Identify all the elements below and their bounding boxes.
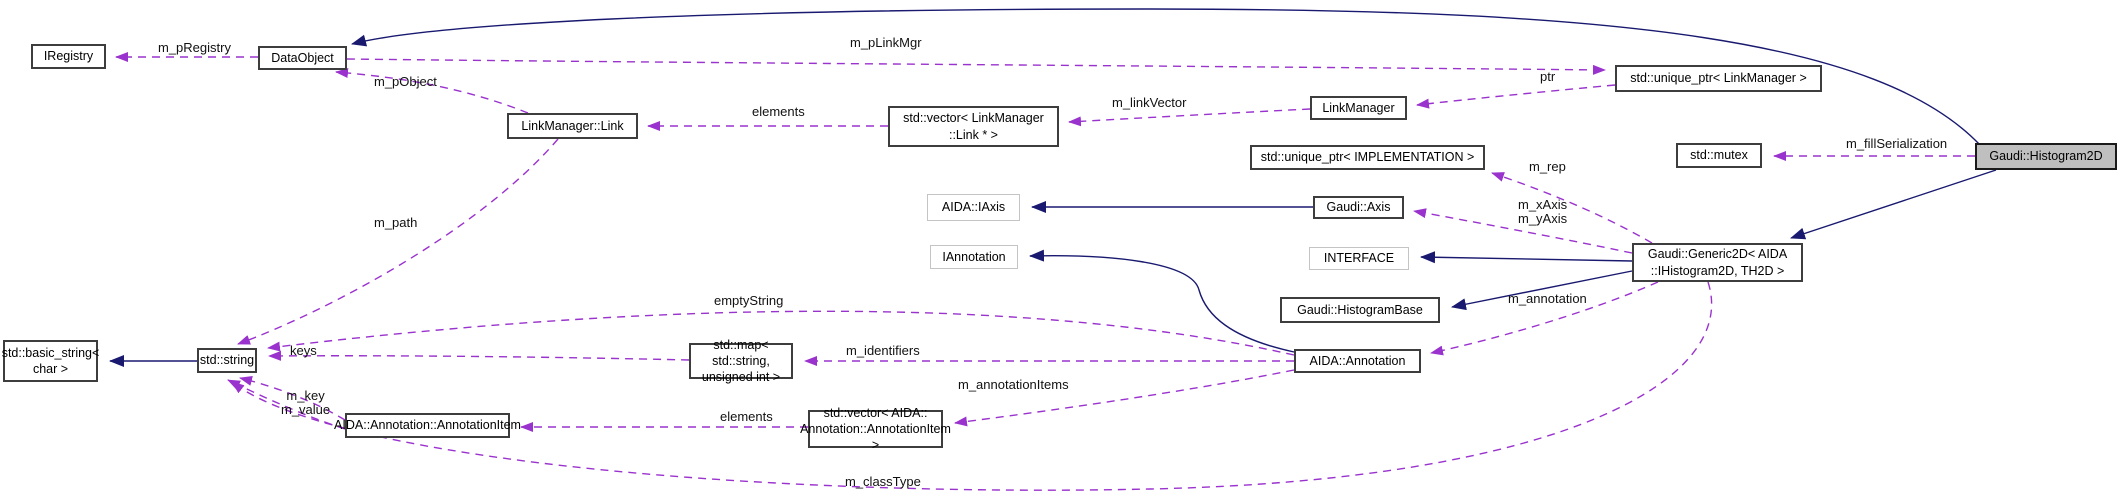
edge-label-m-path: m_path [374,215,418,230]
edge-m-pLinkMgr [346,58,1606,75]
edge-label-m-xAxis-m-yAxis: m_xAxis m_yAxis [1518,197,1568,226]
node-std-map[interactable]: std::map< std::string, unsigned int > [689,338,793,384]
edge-inherit-histogram2d-dataobject [351,8,1981,146]
edge-label-m-identifiers: m_identifiers [846,343,920,358]
edge-inherit-generic2d-interface [1420,251,1633,264]
node-dataobject[interactable]: DataObject [258,46,347,70]
edge-label-m-fillSerialization: m_fillSerialization [1846,136,1948,151]
edge-m-rep [1491,172,1653,244]
edge-label-m-annotationItems: m_annotationItems [958,377,1069,392]
edge-keys [268,350,690,361]
edge-label-m-classType: m_classType [845,474,921,489]
edge-ptr [1416,84,1616,109]
edge-m-pObject [335,67,529,114]
node-std-string[interactable]: std::string [197,348,257,373]
edge-emptyString [267,310,1295,356]
edge-label-m-rep: m_rep [1529,159,1566,174]
node-unique-ptr-linkmanager[interactable]: std::unique_ptr< LinkManager > [1615,65,1822,92]
edge-label-keys: keys [290,343,317,358]
edge-label-m-annotation: m_annotation [1508,291,1587,306]
edge-label-m-pRegistry: m_pRegistry [158,40,231,55]
edge-m-key [239,376,346,421]
node-annotation-item[interactable]: AIDA::Annotation::AnnotationItem [334,413,521,438]
edge-label-m-pObject: m_pObject [374,74,437,89]
node-std-mutex[interactable]: std::mutex [1676,143,1762,168]
node-interface: INTERFACE [1309,247,1409,270]
edge-m-classType [231,281,1713,491]
node-std-basic-string[interactable]: std::basic_string< char > [2,340,99,382]
node-iregistry[interactable]: IRegistry [31,44,106,69]
node-linkmanager[interactable]: LinkManager [1310,96,1407,120]
node-linkmanager-link[interactable]: LinkManager::Link [507,113,638,139]
edge-label-elements-items: elements [720,409,773,424]
node-gaudi-axis[interactable]: Gaudi::Axis [1313,196,1404,219]
edge-m-xAxis-m-yAxis [1413,208,1633,254]
node-vector-annotation-item[interactable]: std::vector< AIDA:: Annotation::Annotati… [800,405,951,453]
node-aida-iaxis: AIDA::IAxis [927,194,1020,221]
edge-label-emptyString: emptyString [714,293,784,308]
edge-label-m-pLinkMgr: m_pLinkMgr [850,35,922,50]
edge-m-annotationItems [954,369,1295,427]
edge-label-m-linkVector: m_linkVector [1112,95,1187,110]
node-gaudi-histogrambase[interactable]: Gaudi::HistogramBase [1280,297,1440,323]
node-vector-linkmanager-link[interactable]: std::vector< LinkManager ::Link * > [888,106,1059,147]
edge-label-ptr: ptr [1540,69,1556,84]
edge-label-elements-links: elements [752,104,805,119]
edge-m-path [237,138,559,345]
node-gaudi-histogram2d: Gaudi::Histogram2D [1975,143,2117,170]
edge-m-linkVector [1068,108,1311,127]
edge-label-m-key-m-value: m_key m_value [281,388,331,417]
edge-inherit-annotation-iannotation [1029,249,1295,353]
edge-m-annotation [1430,281,1659,356]
node-unique-ptr-implementation[interactable]: std::unique_ptr< IMPLEMENTATION > [1250,145,1485,170]
edge-inherit-generic2d-histogrambase [1451,270,1633,311]
node-aida-annotation[interactable]: AIDA::Annotation [1294,349,1421,373]
node-gaudi-generic2d[interactable]: Gaudi::Generic2D< AIDA ::IHistogram2D, T… [1632,243,1803,282]
edge-inherit-histogram2d-generic2d [1790,169,1997,240]
node-iannotation: IAnnotation [930,245,1018,269]
